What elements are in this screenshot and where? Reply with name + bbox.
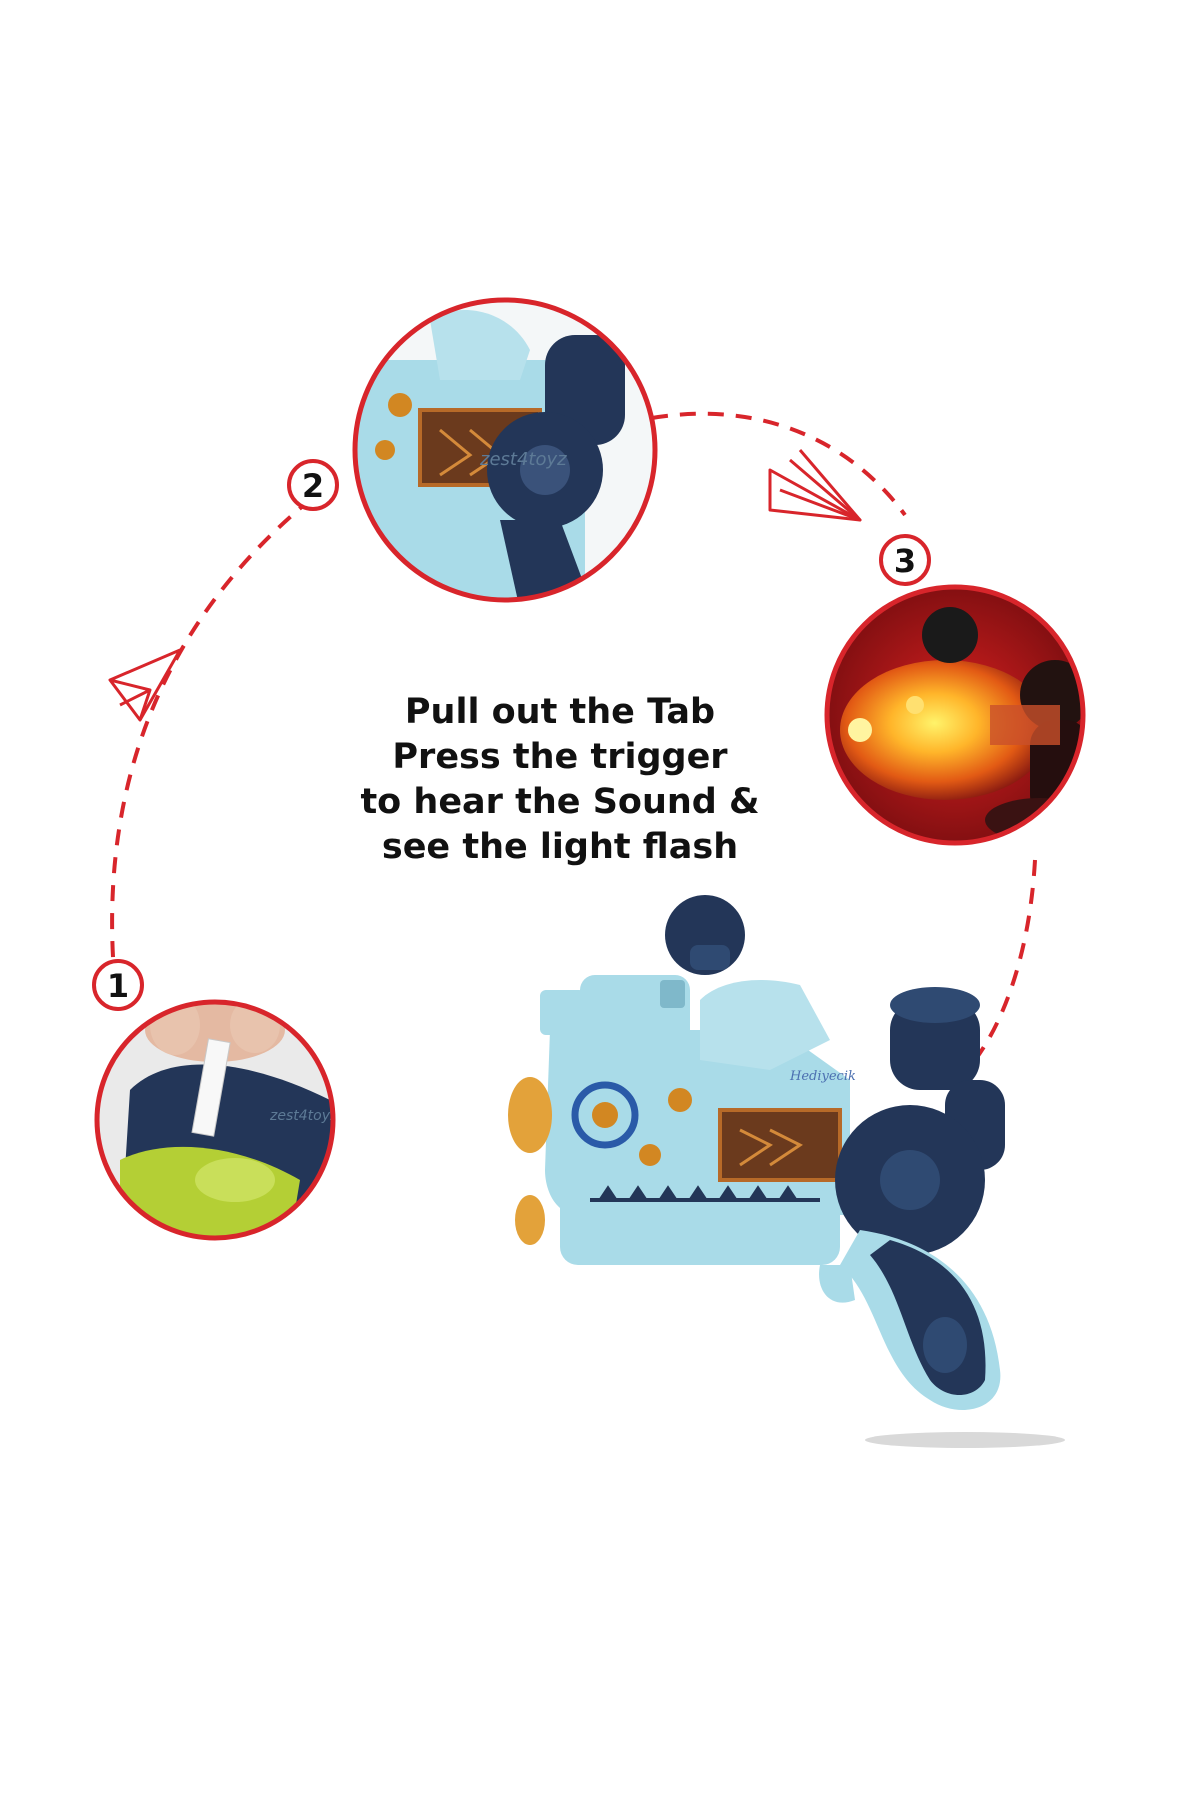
step-2-image: zest4toyz xyxy=(352,297,658,603)
paper-plane-icon xyxy=(768,449,862,522)
watermark-text: zest4toyz xyxy=(269,1108,338,1124)
step-number: 1 xyxy=(107,967,129,1005)
watermark-text: zest4toyz xyxy=(479,449,567,470)
instruction-line: see the light flash xyxy=(381,827,739,867)
instruction-text: Pull out the Tab Press the trigger to he… xyxy=(350,690,770,870)
step-1-image: zest4toyz xyxy=(94,999,338,1241)
step-badge-2: 2 xyxy=(287,459,339,511)
paper-plane-icon xyxy=(108,648,182,722)
step-badge-1: 1 xyxy=(92,959,144,1011)
step-number: 3 xyxy=(894,542,916,580)
dashed-arc xyxy=(110,411,1037,1062)
step-3-image xyxy=(824,584,1086,846)
step-badge-3: 3 xyxy=(879,534,931,586)
toy-gun-image: Hediyecik xyxy=(508,895,1065,1448)
instruction-line: to hear the Sound & xyxy=(360,782,760,822)
step-number: 2 xyxy=(302,467,324,505)
instruction-line: Press the trigger xyxy=(392,737,728,777)
instruction-line: Pull out the Tab xyxy=(404,692,716,732)
brand-label: Hediyecik xyxy=(789,1069,856,1084)
